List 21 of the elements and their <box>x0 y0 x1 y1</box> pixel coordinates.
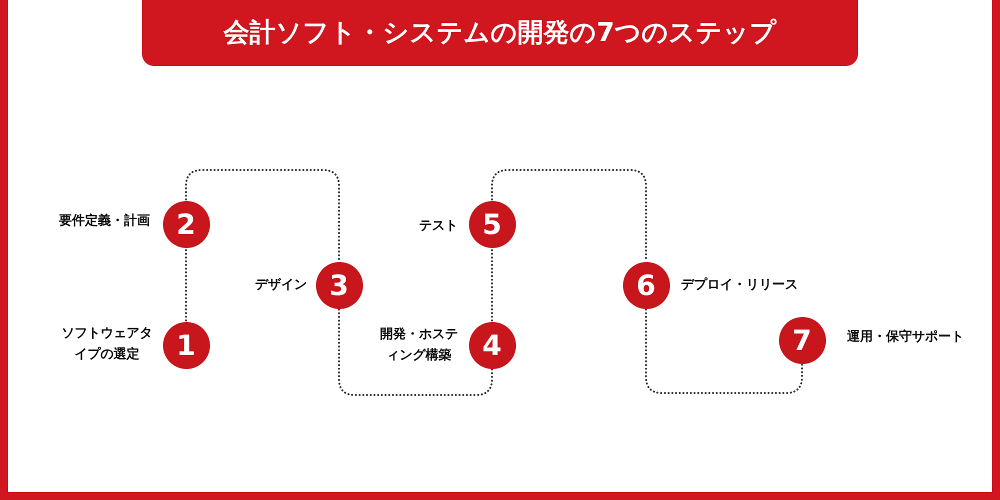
step-number-circle: 4 <box>468 322 516 368</box>
title-banner: 会計ソフト・システムの開発の7つのステップ <box>142 0 858 66</box>
step-number-circle: 3 <box>316 262 362 308</box>
step-number-circle: 6 <box>622 262 670 308</box>
step-label: 要件定義・計画 <box>59 212 150 230</box>
dotted-connector <box>491 169 647 262</box>
step-label: テスト <box>419 218 458 236</box>
step-label: 開発・ホスティング構築 <box>379 326 459 365</box>
step-label: 運用・保守サポート <box>847 328 964 346</box>
step-number-circle: 5 <box>468 200 516 248</box>
dotted-connector <box>338 308 493 396</box>
dotted-connector <box>185 248 187 322</box>
step-number-circle: 7 <box>778 316 826 364</box>
step-label: デザイン <box>255 276 307 294</box>
dotted-connector <box>645 308 803 394</box>
step-number-circle: 2 <box>162 200 210 248</box>
dotted-connector <box>491 248 493 322</box>
step-label: デプロイ・リリース <box>681 276 798 294</box>
step-label: ソフトウェアタイプの選定 <box>60 325 154 364</box>
dotted-connector <box>185 169 340 262</box>
step-number-circle: 1 <box>162 322 210 368</box>
